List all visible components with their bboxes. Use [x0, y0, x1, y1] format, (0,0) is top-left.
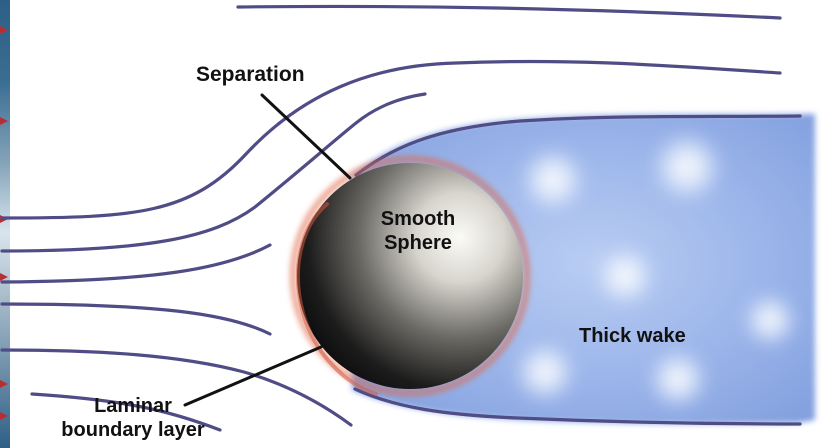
- wake-bubble-icon: [647, 348, 709, 410]
- laminar-boundary-layer-label: Laminar boundary layer: [38, 395, 228, 442]
- wake-bubble-icon: [519, 146, 587, 214]
- smooth-sphere-graphic: [297, 163, 523, 389]
- streamline: [238, 6, 780, 18]
- streamline: [2, 304, 270, 334]
- separation-label: Separation: [196, 63, 336, 88]
- smooth-sphere-label-line-2: Sphere: [368, 232, 468, 256]
- wake-bubble-icon: [650, 130, 724, 204]
- wake-bubble-icon: [742, 292, 798, 348]
- laminar-label-line-1: Laminar: [38, 395, 228, 419]
- wake-bubble-icon: [594, 245, 656, 307]
- laminar-label-line-2: boundary layer: [38, 419, 228, 443]
- smooth-sphere-label-line-1: Smooth: [368, 208, 468, 232]
- wake-bubble-icon: [513, 340, 577, 404]
- smooth-sphere-label: Smooth Sphere: [368, 208, 468, 255]
- thick-wake-label: Thick wake: [579, 325, 719, 349]
